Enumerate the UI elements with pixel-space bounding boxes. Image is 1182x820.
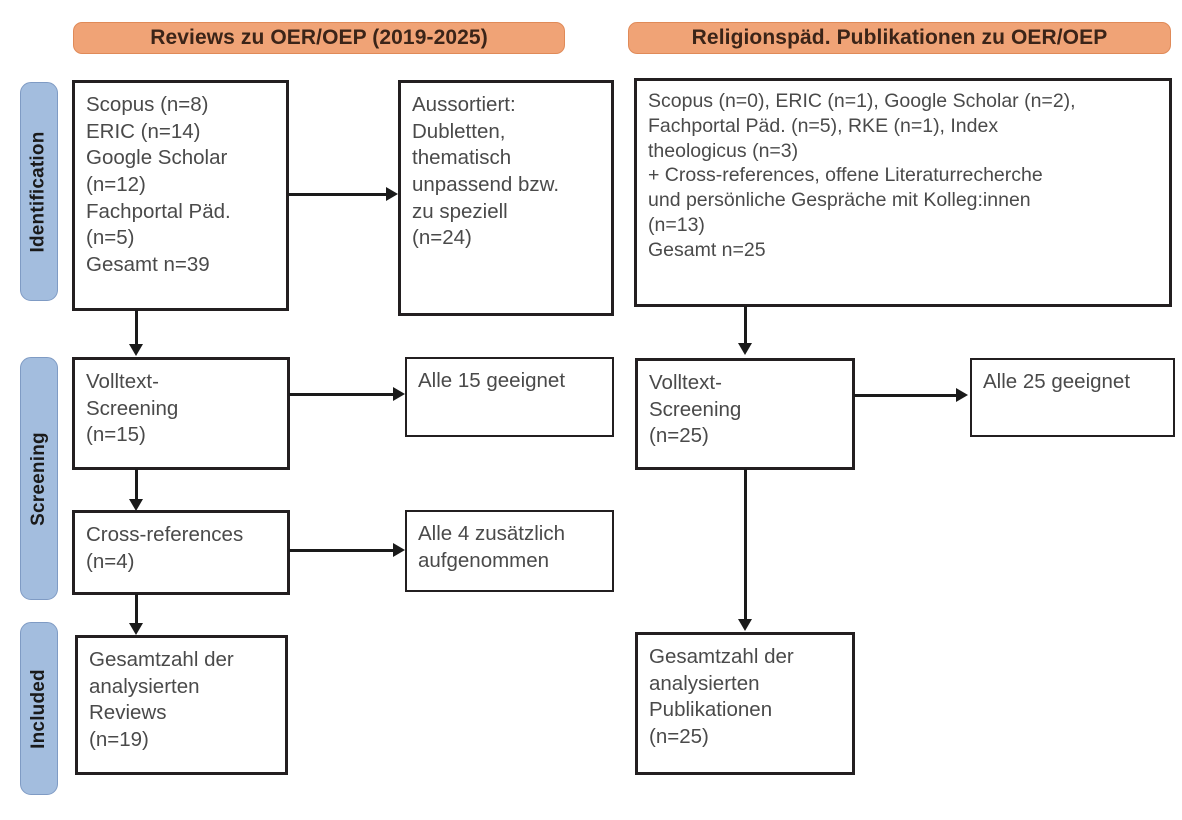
left-included-total-box: Gesamtzahl der analysierten Reviews (n=1… <box>75 635 288 775</box>
connector-left-sources-to-excluded <box>289 193 388 196</box>
right-fulltext-result-box: Alle 25 geeignet <box>970 358 1175 437</box>
stage-label-included: Included <box>20 622 58 795</box>
header-right-publications: Religionspäd. Publikationen zu OER/OEP <box>628 22 1171 54</box>
connector-left-fulltext-to-crossref <box>135 469 138 502</box>
left-excluded-box: Aussortiert: Dubletten, thematisch unpas… <box>398 80 614 316</box>
left-fulltext-screening-box: Volltext- Screening (n=15) <box>72 357 290 470</box>
left-crossreferences-box: Cross-references (n=4) <box>72 510 290 595</box>
left-crossreference-result-box: Alle 4 zusätzlich aufgenommen <box>405 510 614 592</box>
connector-left-crossref-to-result <box>289 549 395 552</box>
arrowhead-left-crossref-to-included <box>129 623 143 635</box>
connector-right-fulltext-to-included <box>744 469 747 621</box>
connector-right-sources-to-fulltext <box>744 306 747 344</box>
arrowhead-right-sources-to-fulltext <box>738 343 752 355</box>
stage-label-screening: Screening <box>20 357 58 600</box>
connector-left-crossref-to-included <box>135 594 138 626</box>
right-sources-box: Scopus (n=0), ERIC (n=1), Google Scholar… <box>634 78 1172 307</box>
connector-right-fulltext-to-result <box>854 394 958 397</box>
arrowhead-left-sources-to-fulltext <box>129 344 143 356</box>
left-sources-box: Scopus (n=8) ERIC (n=14) Google Scholar … <box>72 80 289 311</box>
stage-label-screening-text: Screening <box>28 431 50 526</box>
left-fulltext-result-box: Alle 15 geeignet <box>405 357 614 437</box>
header-left-reviews: Reviews zu OER/OEP (2019-2025) <box>73 22 565 54</box>
connector-left-fulltext-to-result <box>289 393 395 396</box>
arrowhead-left-sources-to-excluded <box>386 187 398 201</box>
arrowhead-left-crossref-to-result <box>393 543 405 557</box>
stage-label-identification-text: Identification <box>28 130 49 253</box>
right-included-total-box: Gesamtzahl der analysierten Publikatione… <box>635 632 855 775</box>
arrowhead-left-fulltext-to-crossref <box>129 499 143 511</box>
arrowhead-right-fulltext-to-result <box>956 388 968 402</box>
stage-label-identification: Identification <box>20 82 58 301</box>
arrowhead-right-fulltext-to-included <box>738 619 752 631</box>
arrowhead-left-fulltext-to-result <box>393 387 405 401</box>
stage-label-included-text: Included <box>28 668 49 749</box>
connector-left-sources-to-fulltext <box>135 310 138 346</box>
right-fulltext-screening-box: Volltext- Screening (n=25) <box>635 358 855 470</box>
